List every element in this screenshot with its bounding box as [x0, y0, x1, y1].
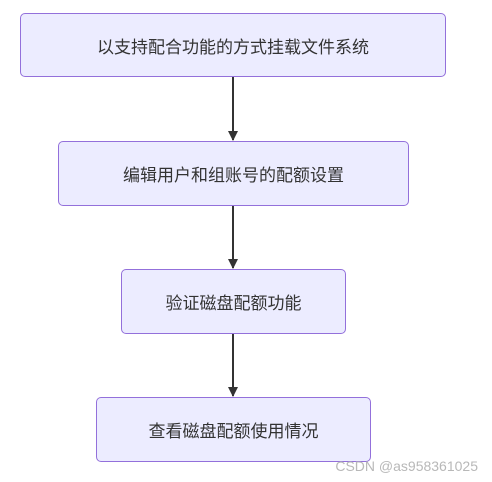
flow-node-mount-filesystem: 以支持配合功能的方式挂载文件系统	[20, 13, 446, 77]
node-label: 验证磁盘配额功能	[165, 294, 302, 314]
node-label: 查看磁盘配额使用情况	[148, 422, 319, 442]
flow-node-view-quota-usage: 查看磁盘配额使用情况	[96, 397, 371, 462]
flow-node-verify-quota: 验证磁盘配额功能	[121, 269, 346, 334]
watermark: CSDN @as958361025	[335, 458, 478, 474]
node-label: 以支持配合功能的方式挂载文件系统	[97, 37, 369, 58]
node-label: 编辑用户和组账号的配额设置	[123, 166, 344, 186]
flow-node-edit-quota-settings: 编辑用户和组账号的配额设置	[58, 141, 409, 206]
